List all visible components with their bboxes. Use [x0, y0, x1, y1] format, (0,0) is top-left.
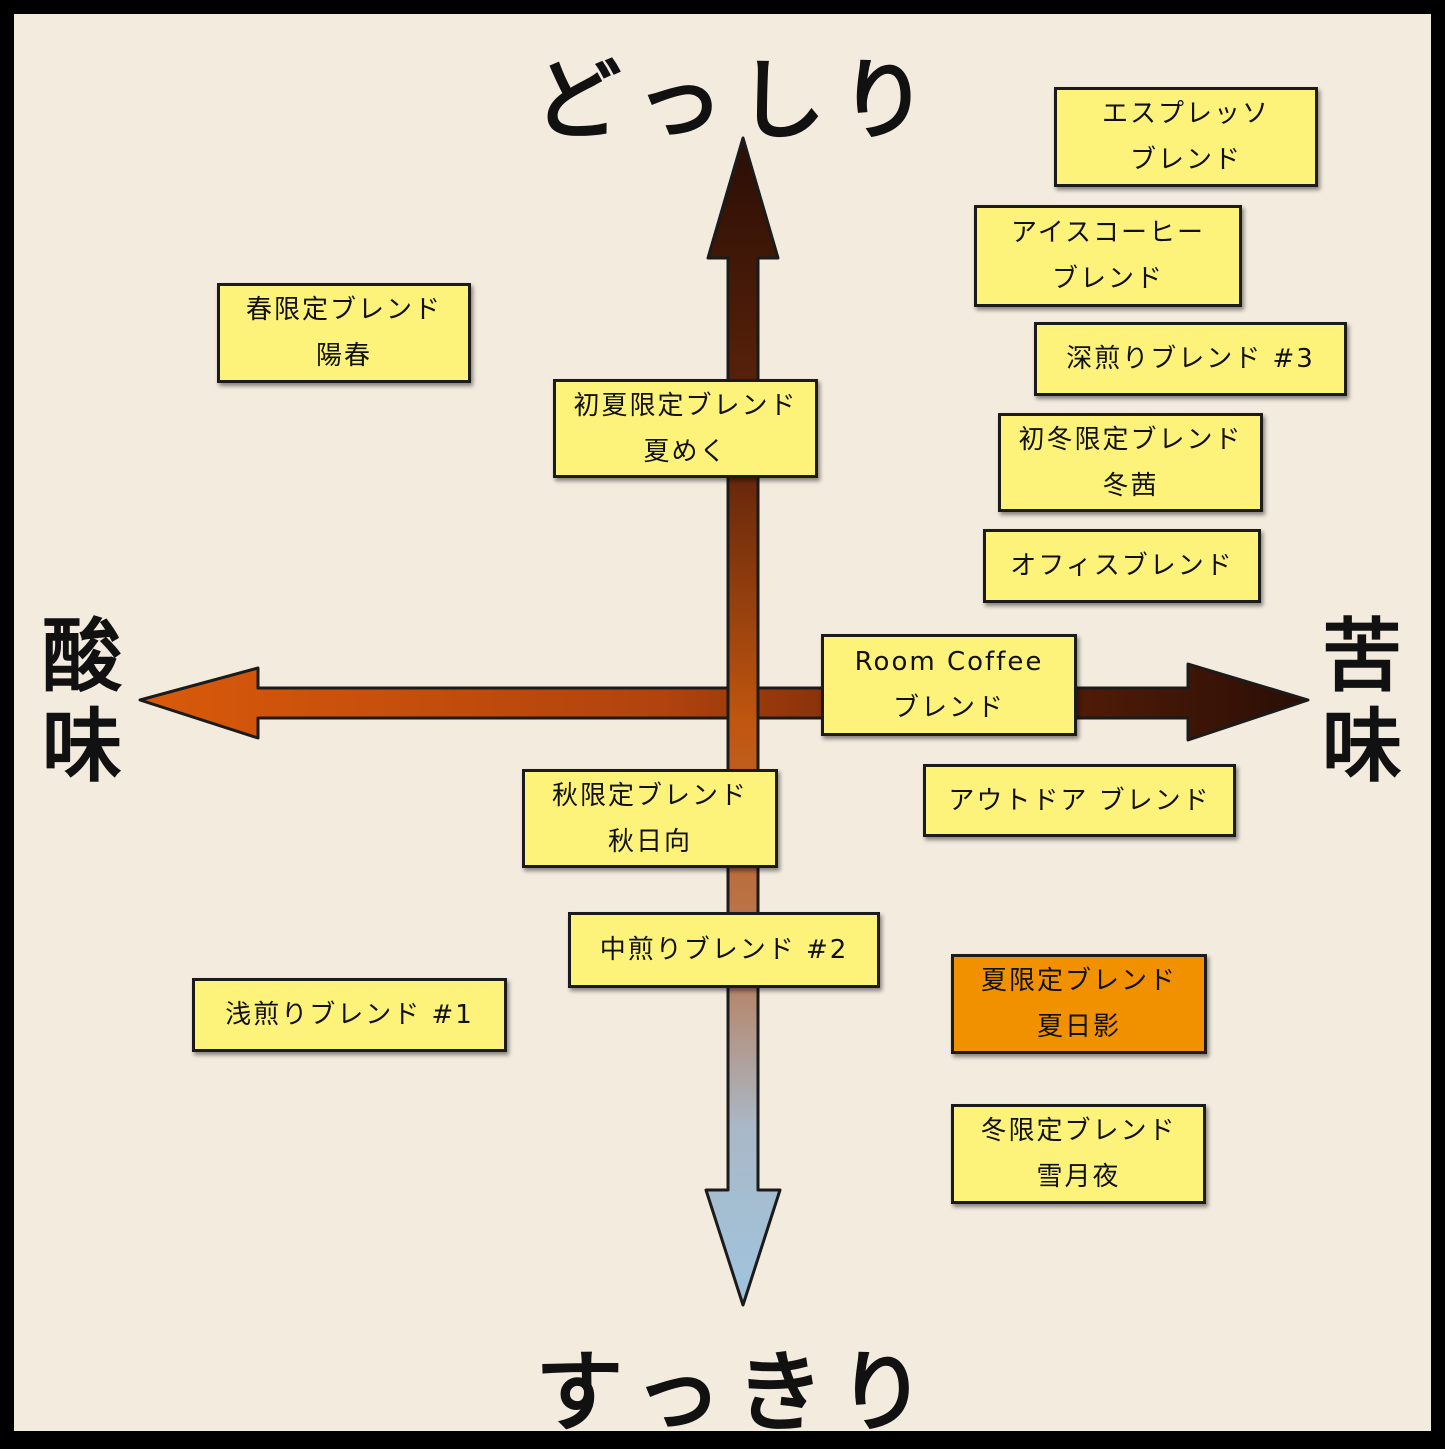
blend-card-line1: 深煎りブレンド #3 — [1066, 344, 1315, 374]
blend-card-line1: 中煎りブレンド #2 — [599, 935, 849, 965]
blend-card-line2: 雪月夜 — [1036, 1162, 1121, 1192]
axis-label-bottom: すっきり — [535, 1341, 940, 1444]
blend-card-room-coffee[interactable]: Room Coffee ブレンド — [821, 634, 1077, 736]
blend-card-line2: 陽春 — [315, 341, 372, 371]
blend-card-line2: ブレンド — [892, 693, 1005, 723]
blend-card-summer[interactable]: 夏限定ブレンド 夏日影 — [951, 954, 1207, 1054]
blend-card-line1: アウトドア ブレンド — [948, 785, 1211, 816]
blend-card-line2: 秋日向 — [607, 826, 692, 857]
blend-card-line1: オフィスブレンド — [1010, 551, 1234, 581]
axis-label-top: どっしり — [533, 49, 942, 152]
horizontal-axis-arrow — [138, 662, 1310, 742]
blend-card-line2: 冬茜 — [1102, 470, 1159, 501]
vertical-axis-arrow — [704, 136, 782, 1307]
blend-card-line1: 浅煎りブレンド #1 — [225, 1000, 474, 1030]
blend-card-light-roast-1[interactable]: 浅煎りブレンド #1 — [192, 978, 507, 1052]
blend-card-line2: 夏めく — [643, 436, 728, 467]
blend-card-iced-coffee[interactable]: アイスコーヒー ブレンド — [974, 205, 1242, 307]
blend-card-line1: 初夏限定ブレンド — [573, 390, 798, 421]
blend-card-line1: Room Coffee — [854, 647, 1044, 677]
blend-card-autumn[interactable]: 秋限定ブレンド 秋日向 — [522, 769, 778, 868]
blend-card-line1: 夏限定ブレンド — [980, 966, 1177, 996]
blend-card-dark-roast-3[interactable]: 深煎りブレンド #3 — [1034, 322, 1347, 396]
blend-card-line1: 秋限定ブレンド — [551, 780, 748, 811]
blend-card-early-winter[interactable]: 初冬限定ブレンド 冬茜 — [998, 413, 1263, 512]
axis-label-left: 酸味 — [42, 610, 122, 793]
blend-card-line1: 春限定ブレンド — [245, 295, 442, 325]
blend-card-line2: ブレンド — [1051, 264, 1164, 294]
blend-card-winter[interactable]: 冬限定ブレンド 雪月夜 — [951, 1104, 1206, 1204]
blend-card-line1: 冬限定ブレンド — [980, 1116, 1177, 1146]
blend-card-line1: エスプレッソ — [1101, 99, 1270, 129]
axis-label-right: 苦味 — [1322, 610, 1402, 793]
blend-card-line1: 初冬限定ブレンド — [1018, 424, 1243, 455]
blend-card-line2: ブレンド — [1129, 145, 1242, 175]
blend-card-early-summer[interactable]: 初夏限定ブレンド 夏めく — [553, 379, 818, 478]
blend-card-medium-roast-2[interactable]: 中煎りブレンド #2 — [568, 912, 880, 988]
blend-card-office[interactable]: オフィスブレンド — [983, 529, 1261, 603]
blend-card-spring[interactable]: 春限定ブレンド 陽春 — [217, 283, 471, 383]
blend-card-espresso[interactable]: エスプレッソ ブレンド — [1054, 87, 1318, 187]
blend-card-line2: 夏日影 — [1036, 1012, 1121, 1042]
blend-card-outdoor[interactable]: アウトドア ブレンド — [923, 764, 1236, 837]
blend-card-line1: アイスコーヒー — [1011, 218, 1205, 248]
